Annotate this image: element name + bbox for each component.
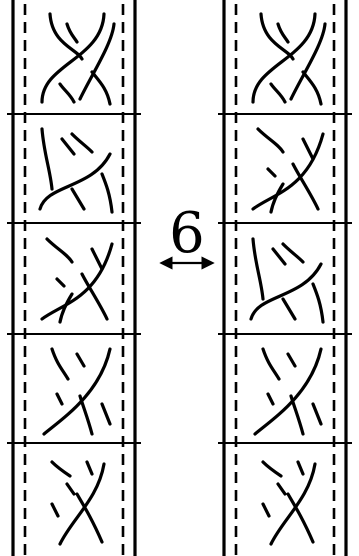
- left-panel-5: [52, 462, 104, 544]
- right-braid-diagram: [218, 0, 352, 556]
- right-panel-2: [253, 129, 323, 212]
- left-braid-diagram: [7, 0, 141, 556]
- right-panel-1: [253, 14, 325, 104]
- left-panel-2: [40, 129, 112, 212]
- left-panel-4: [44, 349, 110, 434]
- move-label: 6: [169, 201, 205, 266]
- right-panel-4: [255, 349, 321, 434]
- right-panel-3: [251, 239, 323, 322]
- left-panel-3: [42, 239, 112, 322]
- left-panel-1: [42, 14, 114, 104]
- right-panel-5: [263, 462, 315, 544]
